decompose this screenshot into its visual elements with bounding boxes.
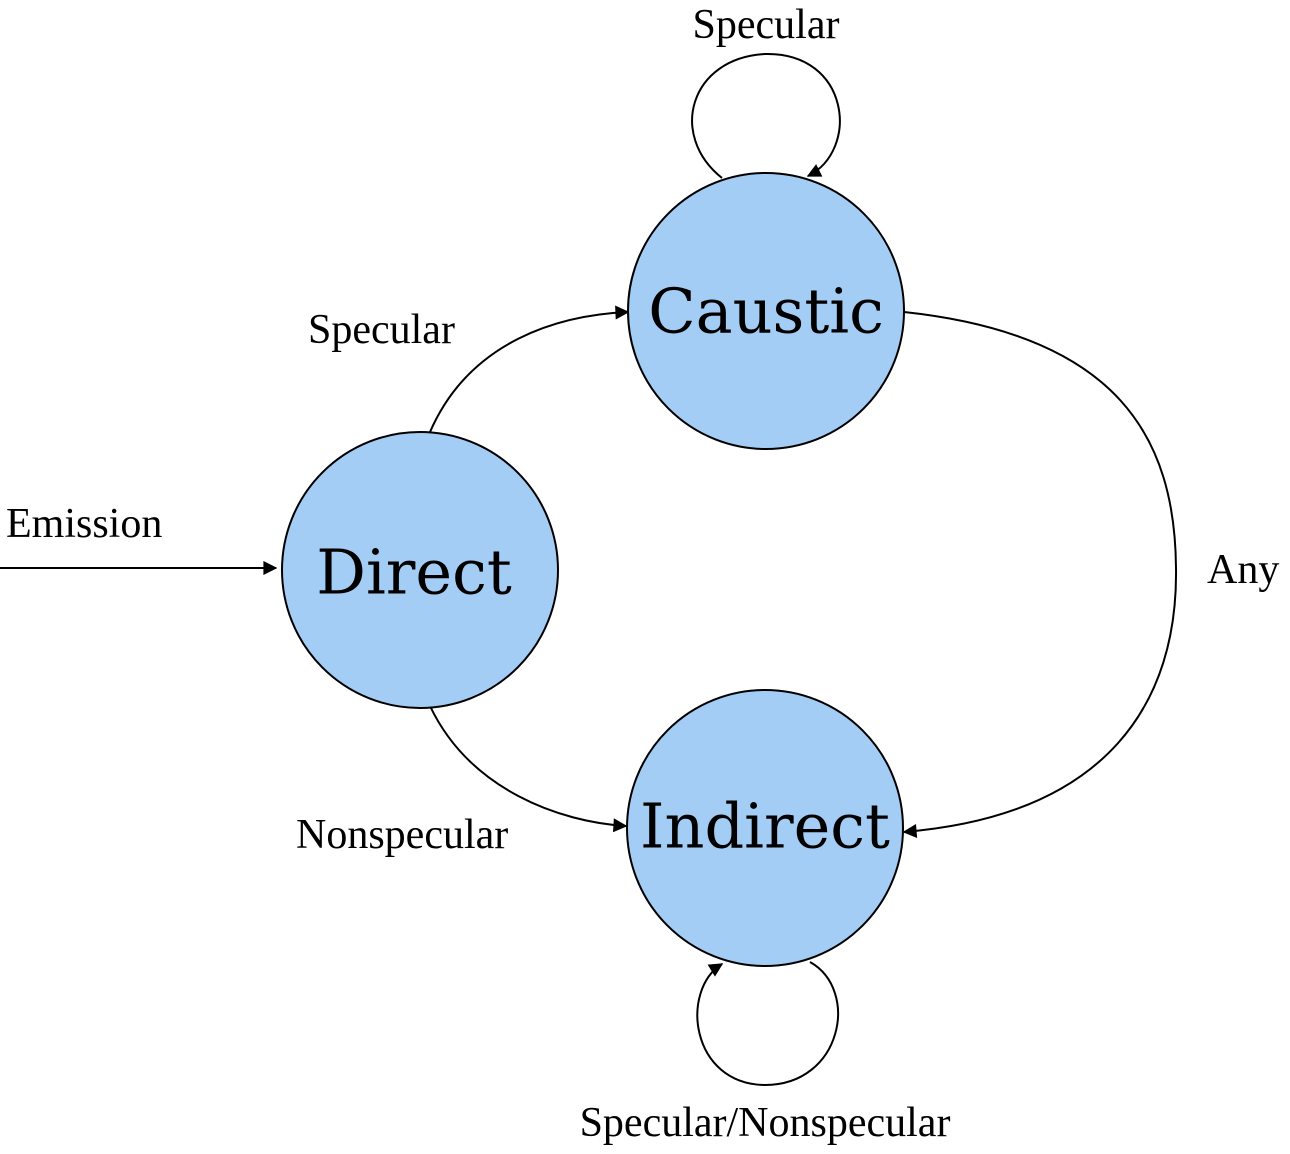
node-caustic-label: Caustic <box>648 275 884 348</box>
direct-to-indirect-arrow <box>429 705 628 833</box>
edge-label-direct-to-caustic: Specular <box>308 307 455 353</box>
edge-label-direct-to-indirect: Nonspecular <box>296 812 508 858</box>
direct-to-caustic-arrow <box>429 305 630 433</box>
node-indirect-label: Indirect <box>640 790 890 863</box>
node-caustic-circle <box>627 172 905 450</box>
node-caustic: Caustic <box>627 172 905 450</box>
node-direct-label: Direct <box>316 536 512 609</box>
edge-label-emission: Emission <box>6 501 162 547</box>
edge-label-indirect-self-loop: Specular/Nonspecular <box>580 1100 951 1146</box>
edge-label-caustic-self-loop: Specular <box>693 2 840 48</box>
caustic-to-indirect-arrow <box>902 311 1178 838</box>
indirect-self-loop-arrow <box>696 961 840 1087</box>
node-indirect-circle <box>626 689 904 967</box>
edge-label-caustic-to-indirect: Any <box>1207 547 1279 593</box>
caustic-self-loop-arrow <box>691 52 841 179</box>
node-indirect: Indirect <box>626 689 904 967</box>
node-direct: Direct <box>281 431 559 709</box>
node-direct-circle <box>281 431 559 709</box>
